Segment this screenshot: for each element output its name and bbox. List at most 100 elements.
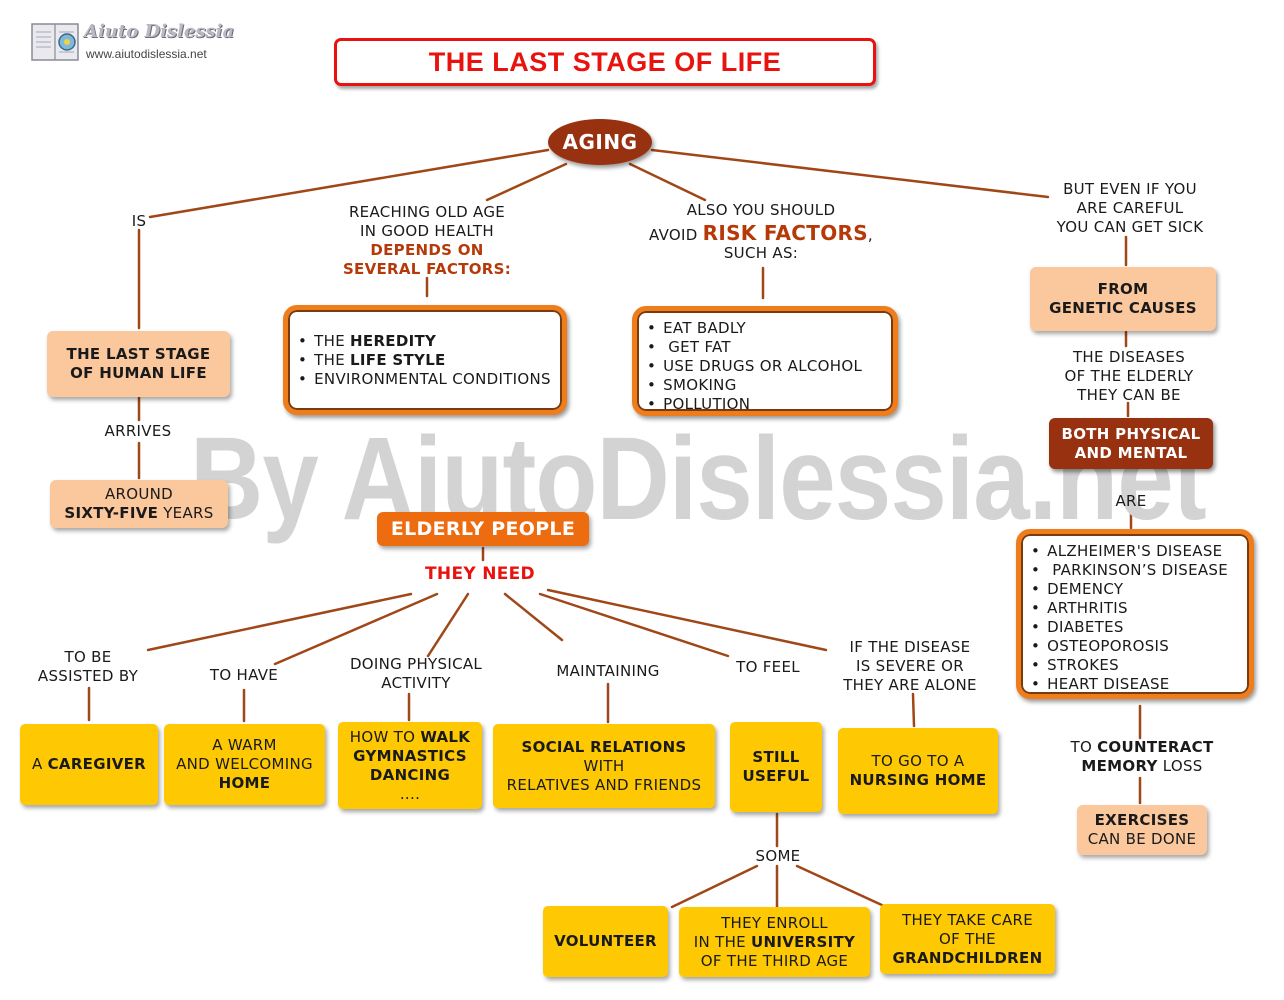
disease-item: OSTEOPOROSIS bbox=[1031, 637, 1239, 656]
still-useful-box[interactable]: STILL USEFUL bbox=[730, 722, 822, 812]
elderly-title: ELDERLY PEOPLE bbox=[390, 517, 576, 540]
physical-mental-line2: AND MENTAL bbox=[1074, 443, 1188, 462]
disease-severe-line1: IF THE DISEASE bbox=[849, 638, 971, 656]
genetic-line1: FROM bbox=[1097, 280, 1149, 298]
risk-list-box[interactable]: EAT BADLY GET FAT USE DRUGS OR ALCOHOL S… bbox=[632, 306, 898, 416]
useful-bold: USEFUL bbox=[742, 767, 810, 785]
risk-label: ALSO YOU SHOULD AVOID RISK FACTORS, SUCH… bbox=[628, 201, 894, 263]
elderly-people-box[interactable]: ELDERLY PEOPLE bbox=[377, 512, 589, 546]
sixty-five-box[interactable]: AROUND SIXTY-FIVE YEARS bbox=[50, 480, 228, 528]
diseases-label-line1: THE DISEASES bbox=[1072, 348, 1186, 366]
diseases-label-line3: THEY CAN BE bbox=[1077, 386, 1181, 404]
risk-item: EAT BADLY bbox=[647, 319, 883, 338]
diseases-label: THE DISEASES OF THE ELDERLY THEY CAN BE bbox=[1040, 348, 1218, 405]
they-need-label: THEY NEED bbox=[425, 564, 535, 584]
exercises-bold: EXERCISES bbox=[1094, 811, 1190, 829]
exercises-text: CAN BE DONE bbox=[1087, 830, 1197, 848]
factor-item-lifestyle: THE LIFE STYLE bbox=[298, 351, 552, 370]
aging-label: AGING bbox=[562, 130, 638, 154]
memory-bold: MEMORY bbox=[1081, 757, 1158, 775]
still-bold: STILL bbox=[752, 748, 800, 766]
genetic-causes-box[interactable]: FROM GENETIC CAUSES bbox=[1030, 267, 1216, 331]
risk-label-avoid: AVOID bbox=[648, 226, 703, 244]
activity-walk: WALK bbox=[420, 727, 471, 746]
factors-label-bold2: SEVERAL FACTORS: bbox=[342, 260, 512, 278]
activity-dancing: DANCING bbox=[369, 765, 451, 784]
risk-item: POLLUTION bbox=[647, 395, 883, 414]
sixty-five-text: SIXTY-FIVE bbox=[64, 504, 159, 522]
logo-brand: Aiuto Dislessia bbox=[84, 21, 235, 42]
nursing-home-box[interactable]: TO GO TO A NURSING HOME bbox=[838, 728, 998, 814]
factors-list-box[interactable]: THE HEREDITY THE LIFE STYLE ENVIRONMENTA… bbox=[283, 305, 567, 415]
aging-node[interactable]: AGING bbox=[548, 119, 652, 165]
logo[interactable]: Aiuto Dislessia www.aiutodislessia.net bbox=[30, 20, 234, 66]
years-text: YEARS bbox=[158, 504, 214, 522]
home-bold: HOME bbox=[218, 774, 271, 792]
last-stage-line1: THE LAST STAGE bbox=[66, 345, 211, 363]
watermark: By AiutoDislessia.net bbox=[190, 413, 1207, 545]
social-relatives: RELATIVES AND FRIENDS bbox=[506, 775, 702, 794]
sick-label-line3: YOU CAN GET SICK bbox=[1056, 218, 1204, 236]
maintaining-line1: MAINTAINING bbox=[556, 662, 660, 680]
activity-gymnastics: GYMNASTICS bbox=[353, 746, 467, 765]
university-line1: THEY ENROLL bbox=[721, 913, 828, 932]
risk-item: GET FAT bbox=[647, 338, 883, 357]
grandchildren-box[interactable]: THEY TAKE CARE OF THE GRANDCHILDREN bbox=[880, 904, 1055, 974]
assisted-label-line2: ASSISTED BY bbox=[37, 667, 139, 685]
disease-severe-line3: THEY ARE ALONE bbox=[843, 676, 977, 694]
factors-label-line1: REACHING OLD AGE bbox=[348, 203, 506, 221]
caregiver-bold: CAREGIVER bbox=[47, 755, 147, 773]
to-feel-label: TO FEEL bbox=[718, 658, 818, 677]
disease-item: PARKINSON’S DISEASE bbox=[1031, 561, 1239, 580]
disease-item: ALZHEIMER'S DISEASE bbox=[1031, 542, 1239, 561]
physical-activity-box[interactable]: HOW TO WALK GYMNASTICS DANCING .... bbox=[338, 722, 482, 809]
disease-item: STROKES bbox=[1031, 656, 1239, 675]
home-box[interactable]: A WARM AND WELCOMING HOME bbox=[164, 724, 325, 805]
page-title: THE LAST STAGE OF LIFE bbox=[334, 38, 876, 86]
logo-url: www.aiutodislessia.net bbox=[86, 47, 207, 61]
physical-activity-line1: DOING PHYSICAL bbox=[349, 655, 483, 673]
disease-severe-label: IF THE DISEASE IS SEVERE OR THEY ARE ALO… bbox=[828, 638, 992, 695]
university-box[interactable]: THEY ENROLL IN THE UNIVERSITY OF THE THI… bbox=[679, 907, 870, 977]
home-line1: A WARM bbox=[212, 736, 277, 754]
physical-mental-box[interactable]: BOTH PHYSICAL AND MENTAL bbox=[1049, 418, 1213, 469]
risk-item: USE DRUGS OR ALCOHOL bbox=[647, 357, 883, 376]
disease-severe-line2: IS SEVERE OR bbox=[856, 657, 964, 675]
social-relations-box[interactable]: SOCIAL RELATIONS WITH RELATIVES AND FRIE… bbox=[493, 724, 715, 808]
university-bold: UNIVERSITY bbox=[751, 932, 856, 951]
factors-label-bold1: DEPENDS ON bbox=[370, 241, 484, 259]
exercises-box[interactable]: EXERCISES CAN BE DONE bbox=[1077, 805, 1207, 855]
university-pre: IN THE bbox=[693, 932, 751, 951]
factor-item-environment: ENVIRONMENTAL CONDITIONS bbox=[298, 370, 552, 389]
some-label: SOME bbox=[755, 847, 801, 865]
counteract-to: TO bbox=[1070, 738, 1098, 756]
activity-pre: HOW TO bbox=[349, 727, 421, 746]
factors-label: REACHING OLD AGE IN GOOD HEALTH DEPENDS … bbox=[322, 203, 532, 279]
sick-label-line1: BUT EVEN IF YOU bbox=[1063, 180, 1197, 198]
risk-label-comma: , bbox=[867, 226, 873, 244]
university-line3: OF THE THIRD AGE bbox=[700, 951, 849, 970]
last-stage-box[interactable]: THE LAST STAGE OF HUMAN LIFE bbox=[47, 331, 230, 397]
risk-item: SMOKING bbox=[647, 376, 883, 395]
are-label: ARE bbox=[1115, 492, 1147, 510]
diseases-list-box[interactable]: ALZHEIMER'S DISEASE PARKINSON’S DISEASE … bbox=[1016, 529, 1254, 699]
arrives-link-label: ARRIVES bbox=[104, 422, 172, 440]
caregiver-pre: A bbox=[31, 755, 48, 773]
risk-label-line3: SUCH AS: bbox=[723, 244, 799, 262]
volunteer-box[interactable]: VOLUNTEER bbox=[543, 906, 668, 977]
grandchildren-line1: THEY TAKE CARE bbox=[901, 910, 1034, 929]
to-feel-line1: TO FEEL bbox=[736, 658, 800, 676]
grandchildren-line2: OF THE bbox=[939, 929, 996, 948]
nursing-line1: TO GO TO A bbox=[871, 752, 965, 770]
factor-item-heredity: THE HEREDITY bbox=[298, 332, 552, 351]
disease-item: DIABETES bbox=[1031, 618, 1239, 637]
volunteer-bold: VOLUNTEER bbox=[554, 932, 657, 950]
disease-item: ARTHRITIS bbox=[1031, 599, 1239, 618]
counteract-label: TO COUNTERACT MEMORY LOSS bbox=[1040, 738, 1244, 776]
social-with: WITH bbox=[583, 756, 625, 775]
factors-label-line2: IN GOOD HEALTH bbox=[360, 222, 494, 240]
assisted-label: TO BE ASSISTED BY bbox=[18, 648, 158, 686]
caregiver-box[interactable]: A CAREGIVER bbox=[20, 724, 158, 805]
around-text: AROUND bbox=[104, 485, 174, 503]
